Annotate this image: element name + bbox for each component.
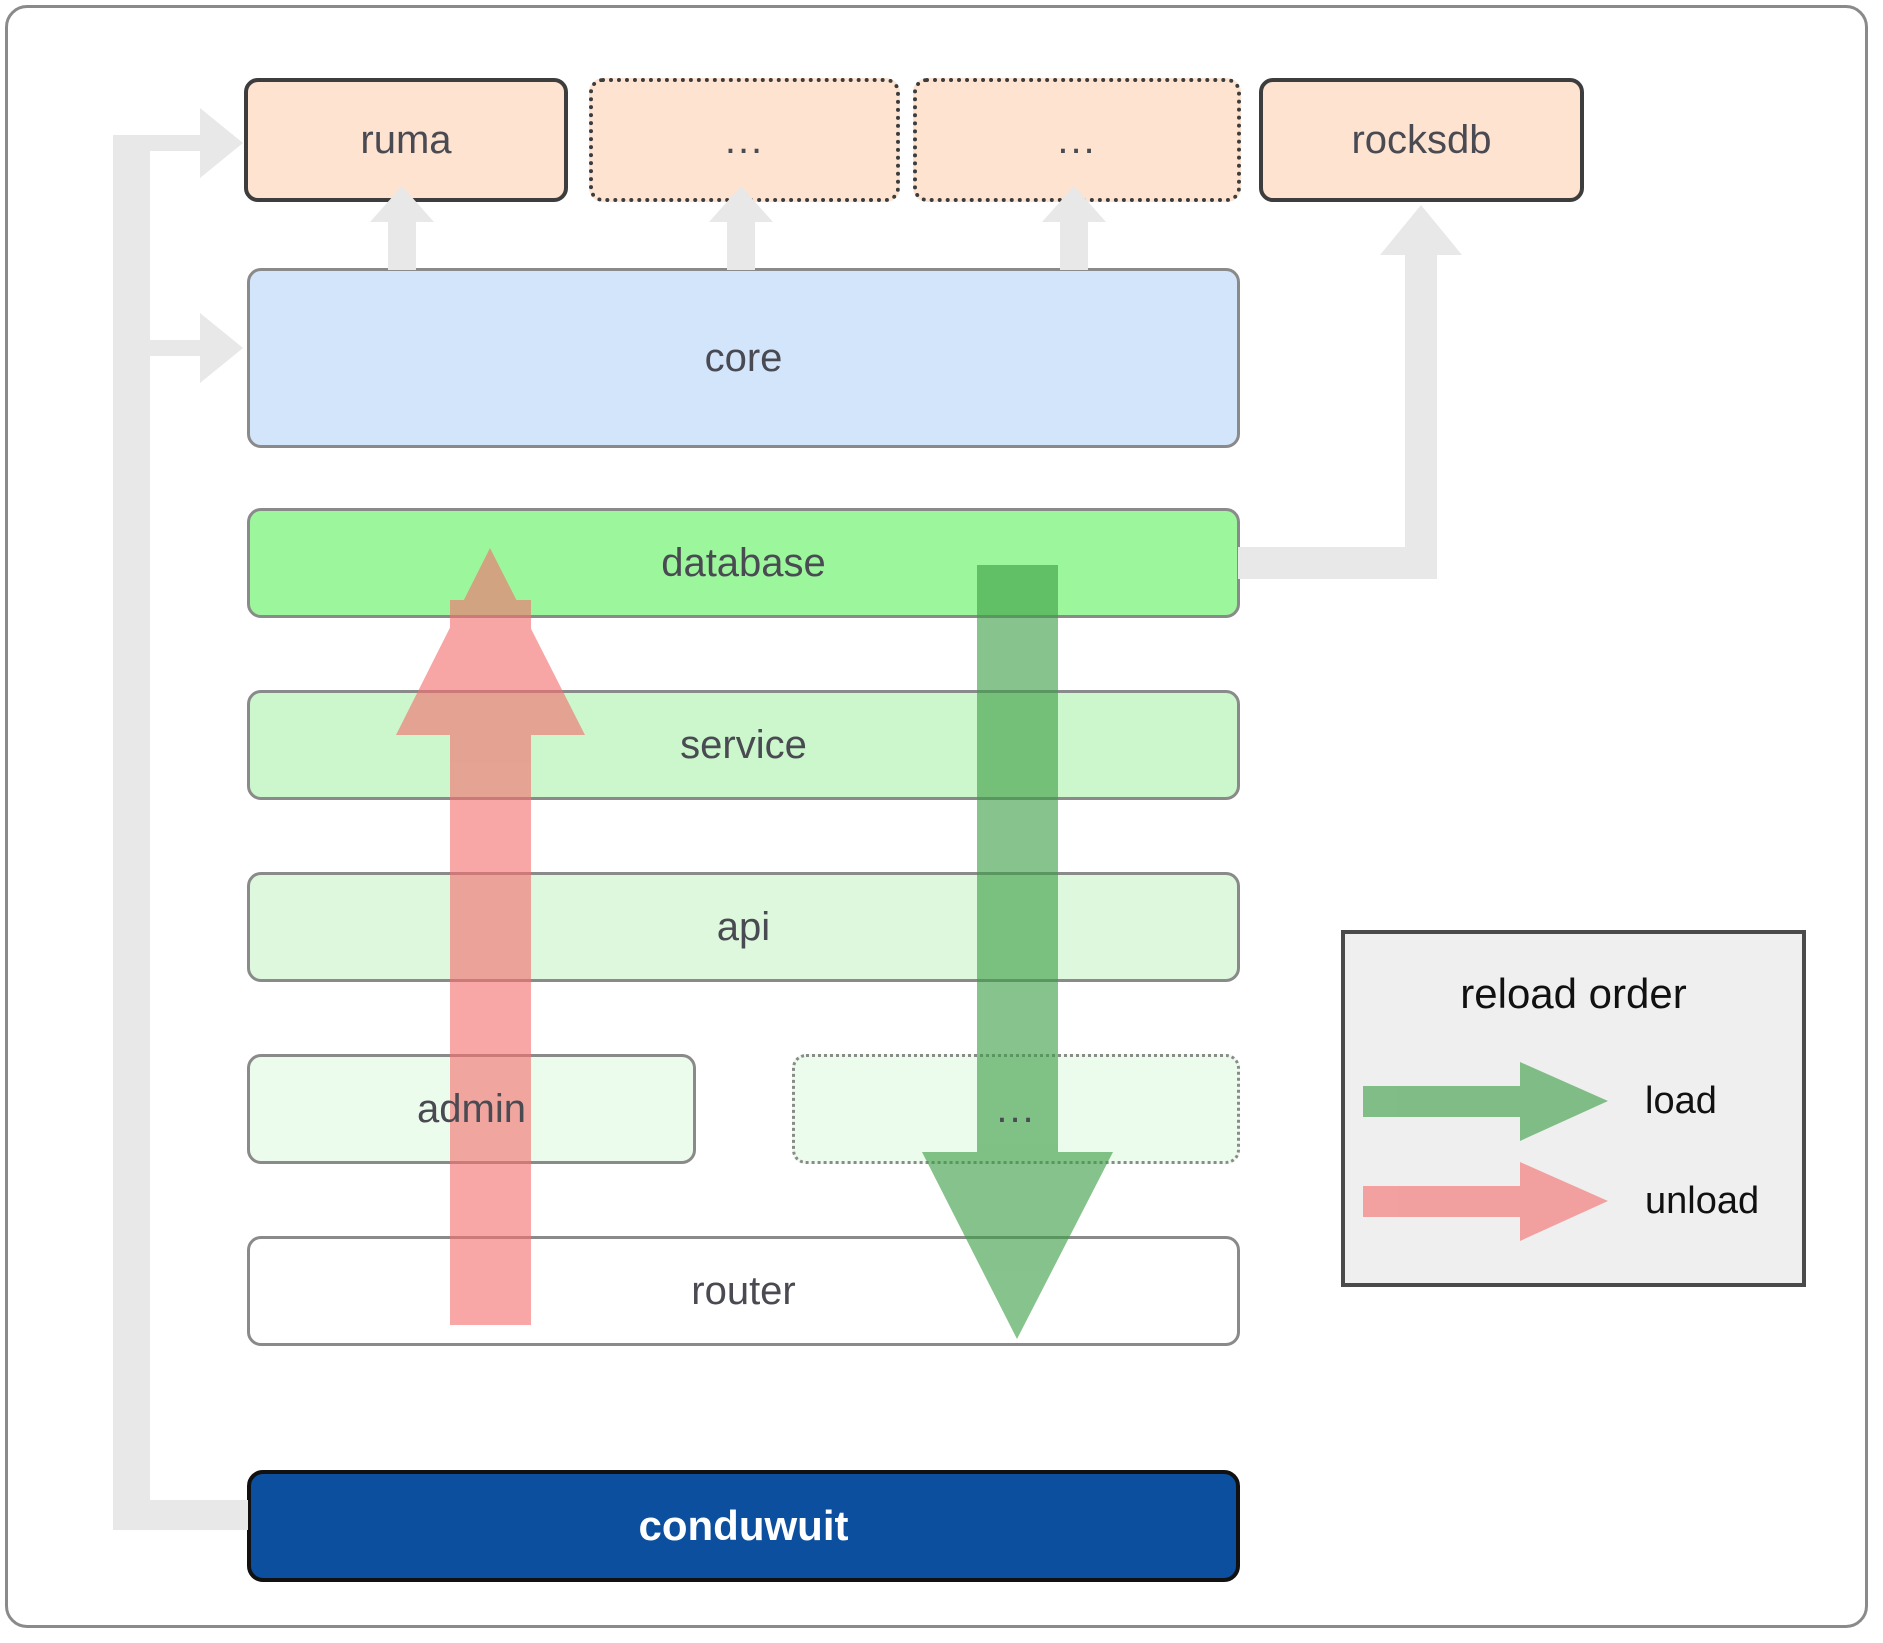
layer-box-database-label: database xyxy=(661,540,826,585)
legend-label-unload: unload xyxy=(1645,1180,1760,1222)
legend-panel: reload order load unload xyxy=(1341,930,1806,1287)
connector-conduwuit-bottom-stub xyxy=(113,1500,248,1530)
dep-box-ruma-label: ruma xyxy=(360,117,452,162)
connector-core-to-ruma xyxy=(370,186,434,270)
load-arrow-head xyxy=(922,1145,1113,1339)
connector-conduwuit-to-ruma-and-core xyxy=(113,108,243,1530)
legend-unload-head xyxy=(1520,1162,1608,1241)
layer-box-router[interactable]: router xyxy=(247,1236,1240,1346)
legend-load-head xyxy=(1520,1062,1608,1141)
load-arrow xyxy=(922,565,1113,1339)
dep-box-rocksdb-label: rocksdb xyxy=(1351,117,1492,162)
connector-core-to-dep3 xyxy=(1042,186,1106,270)
load-arrow-shaft xyxy=(977,565,1058,1255)
unload-arrow xyxy=(396,548,585,1325)
legend-arrow-load xyxy=(1363,1062,1608,1141)
dep-box-2[interactable]: ... xyxy=(589,78,900,202)
connector-database-to-rocksdb xyxy=(1238,205,1462,579)
dep-box-rocksdb[interactable]: rocksdb xyxy=(1259,78,1584,202)
legend-title: reload order xyxy=(1460,970,1687,1017)
unload-arrow-head xyxy=(396,548,585,742)
layer-box-api[interactable]: api xyxy=(247,872,1240,982)
layer-box-extra-label: ... xyxy=(996,1086,1036,1131)
layer-box-admin-label: admin xyxy=(417,1086,526,1131)
connector-core-to-dep2 xyxy=(709,186,773,270)
dep-box-2-label: ... xyxy=(724,117,765,162)
dep-box-3-label: ... xyxy=(1057,117,1097,162)
connector-conduwuit-branch-core xyxy=(150,313,243,383)
legend-load-shaft xyxy=(1363,1086,1538,1117)
core-box-label: core xyxy=(704,335,783,380)
core-box[interactable]: core xyxy=(247,268,1240,448)
layer-box-api-label: api xyxy=(716,904,771,949)
layer-box-database[interactable]: database xyxy=(247,508,1240,618)
legend-arrow-unload xyxy=(1363,1162,1608,1241)
layer-box-router-label: router xyxy=(691,1268,796,1313)
legend-label-load: load xyxy=(1645,1080,1717,1122)
app-box-conduwuit[interactable]: conduwuit xyxy=(247,1470,1240,1582)
legend-unload-shaft xyxy=(1363,1186,1538,1217)
layer-box-service-label: service xyxy=(680,722,807,767)
dep-box-3[interactable]: ... xyxy=(913,78,1241,202)
app-box-conduwuit-label: conduwuit xyxy=(638,1502,849,1549)
